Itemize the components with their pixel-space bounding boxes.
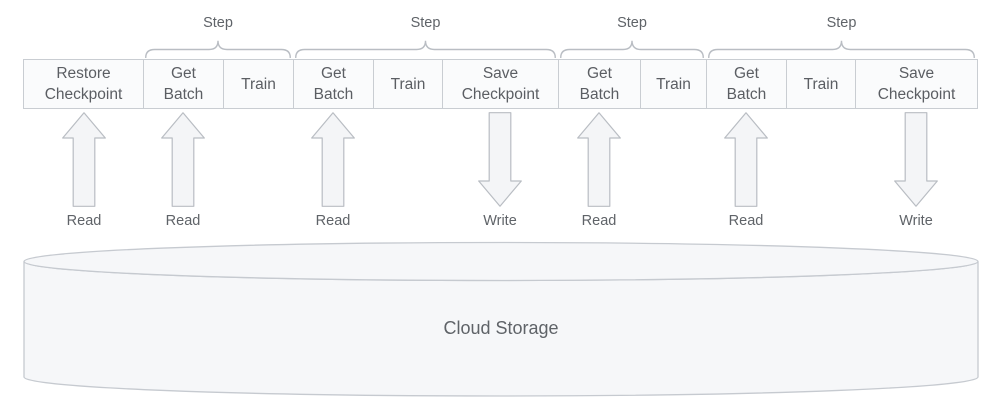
step-group-2: Step	[295, 12, 556, 58]
pipeline-stage-row: Restore Checkpoint Get Batch Train Get B…	[23, 59, 978, 109]
stage-label: Train	[656, 75, 691, 93]
stage-label: Train	[803, 75, 839, 93]
brace-icon	[145, 40, 291, 58]
arrow-label: Read	[315, 213, 351, 229]
read-arrow-group: Read	[62, 112, 106, 232]
stage-get-batch: Get Batch	[143, 59, 224, 109]
stage-get-batch: Get Batch	[558, 59, 641, 109]
brace-icon	[295, 40, 556, 58]
arrow-label: Read	[728, 213, 764, 229]
stage-label: Save Checkpoint	[461, 65, 540, 103]
cloud-storage-label: Cloud Storage	[443, 318, 559, 338]
stage-save-checkpoint: Save Checkpoint	[855, 59, 978, 109]
read-arrow-group: Read	[577, 112, 621, 232]
cylinder-icon	[23, 241, 979, 397]
write-arrow-group: Write	[894, 112, 938, 232]
step-group-1: Step	[145, 12, 291, 58]
stage-label: Get Batch	[726, 65, 767, 103]
up-arrow-icon	[62, 112, 106, 207]
brace-icon	[708, 40, 975, 58]
stage-label: Get Batch	[579, 65, 620, 103]
arrow-label: Read	[66, 213, 102, 229]
stage-label: Get Batch	[163, 65, 204, 103]
stage-train: Train	[223, 59, 294, 109]
step-label: Step	[203, 15, 233, 31]
up-arrow-icon	[161, 112, 205, 207]
arrow-label: Read	[165, 213, 201, 229]
down-arrow-icon	[478, 112, 522, 207]
stage-label: Train	[390, 75, 426, 93]
stage-label: Train	[241, 75, 276, 93]
stage-get-batch: Get Batch	[293, 59, 374, 109]
step-label: Step	[617, 15, 647, 31]
stage-restore-checkpoint: Restore Checkpoint	[23, 59, 144, 109]
stage-label: Save Checkpoint	[877, 65, 956, 103]
read-arrow-group: Read	[311, 112, 355, 232]
stage-save-checkpoint: Save Checkpoint	[442, 59, 559, 109]
stage-label: Restore Checkpoint	[44, 65, 123, 103]
stage-get-batch: Get Batch	[706, 59, 787, 109]
up-arrow-icon	[311, 112, 355, 207]
step-group-3: Step	[560, 12, 704, 58]
up-arrow-icon	[577, 112, 621, 207]
step-label: Step	[826, 15, 857, 31]
step-group-4: Step	[708, 12, 975, 58]
stage-train: Train	[373, 59, 443, 109]
step-label: Step	[410, 15, 441, 31]
stage-train: Train	[640, 59, 707, 109]
arrow-label: Write	[899, 213, 933, 229]
down-arrow-icon	[894, 112, 938, 207]
stage-train: Train	[786, 59, 856, 109]
read-arrow-group: Read	[161, 112, 205, 232]
arrow-label: Read	[581, 213, 617, 229]
up-arrow-icon	[724, 112, 768, 207]
arrow-label: Write	[483, 213, 517, 229]
write-arrow-group: Write	[478, 112, 522, 232]
brace-icon	[560, 40, 704, 58]
read-arrow-group: Read	[724, 112, 768, 232]
stage-label: Get Batch	[313, 65, 354, 103]
